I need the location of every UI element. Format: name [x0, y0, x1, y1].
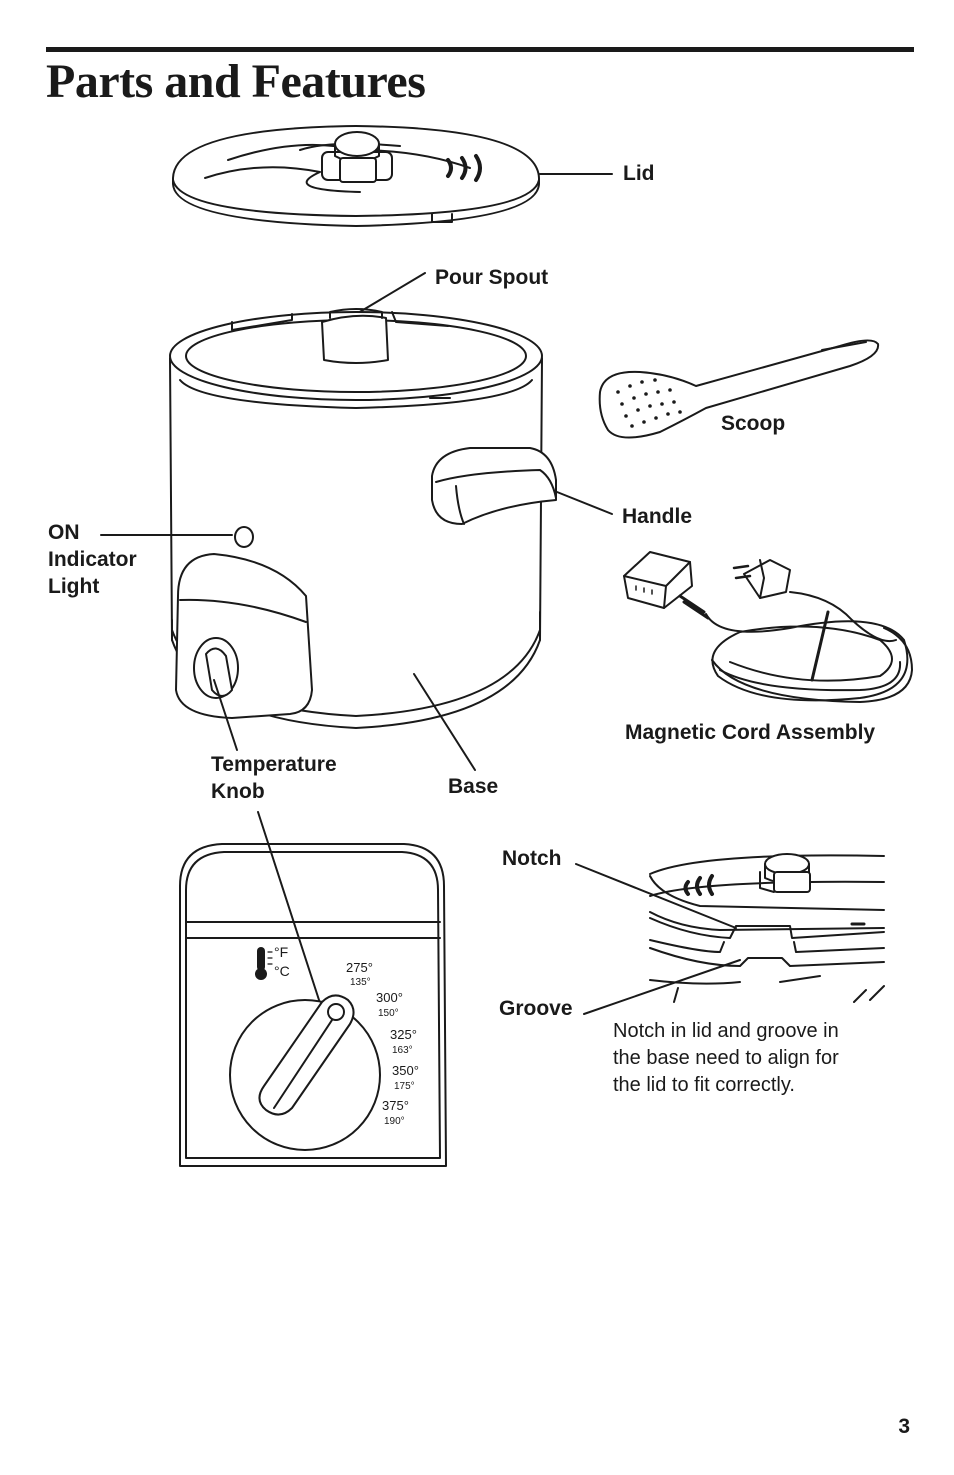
title-rule	[46, 47, 914, 52]
groove-leader-line	[583, 959, 741, 1015]
dial-setting-c: 190°	[384, 1116, 405, 1127]
base-leader-line	[413, 673, 476, 771]
magnetic-cord-assembly-label: Magnetic Cord Assembly	[625, 721, 876, 744]
dial-setting-c: 175°	[394, 1081, 415, 1092]
dial-setting-f: 325°	[390, 1027, 417, 1042]
dial-setting-c: 163°	[392, 1045, 413, 1056]
dial-setting-c: 135°	[350, 977, 371, 988]
handle-illustration	[431, 447, 557, 525]
lid-label: Lid	[623, 162, 655, 185]
magnetic-cord-illustration	[623, 551, 913, 703]
dial-unit-f: °F	[274, 944, 288, 960]
groove-label: Groove	[499, 997, 573, 1020]
notch-groove-detail-illustration	[649, 853, 885, 1003]
on-indicator-light-label: ON Indicator Light	[48, 521, 137, 598]
dial-setting-f: 375°	[382, 1098, 409, 1113]
knob-detail-leader-line	[257, 811, 320, 1001]
page-number: 3	[898, 1415, 910, 1438]
scoop-illustration	[598, 339, 880, 439]
control-panel-illustration: °F °C 275° 135° 300° 150° 325° 163° 350°…	[179, 843, 447, 1167]
lid-illustration	[172, 125, 540, 227]
handle-leader-line	[556, 491, 613, 515]
handle-label: Handle	[622, 505, 693, 528]
base-label: Base	[448, 775, 499, 798]
dial-setting-f: 350°	[392, 1063, 419, 1078]
pour-spout-leader-line	[357, 272, 426, 314]
scoop-label: Scoop	[721, 412, 786, 435]
alignment-caption: Notch in lid and groove in the base need…	[613, 1020, 839, 1096]
dial-setting-c: 150°	[378, 1008, 399, 1019]
notch-label: Notch	[502, 847, 562, 870]
pour-spout-label: Pour Spout	[435, 266, 549, 289]
dial-unit-c: °C	[274, 963, 290, 979]
notch-leader-line	[575, 863, 737, 929]
dial-setting-f: 300°	[376, 990, 403, 1005]
dial-setting-f: 275°	[346, 960, 373, 975]
control-box-illustration	[175, 553, 313, 719]
temperature-knob-label: Temperature Knob	[211, 753, 337, 803]
thermometer-icon	[255, 947, 273, 980]
on-indicator-light	[234, 526, 254, 548]
page-title: Parts and Features	[46, 55, 426, 108]
temperature-knob-leader-line	[213, 679, 238, 751]
